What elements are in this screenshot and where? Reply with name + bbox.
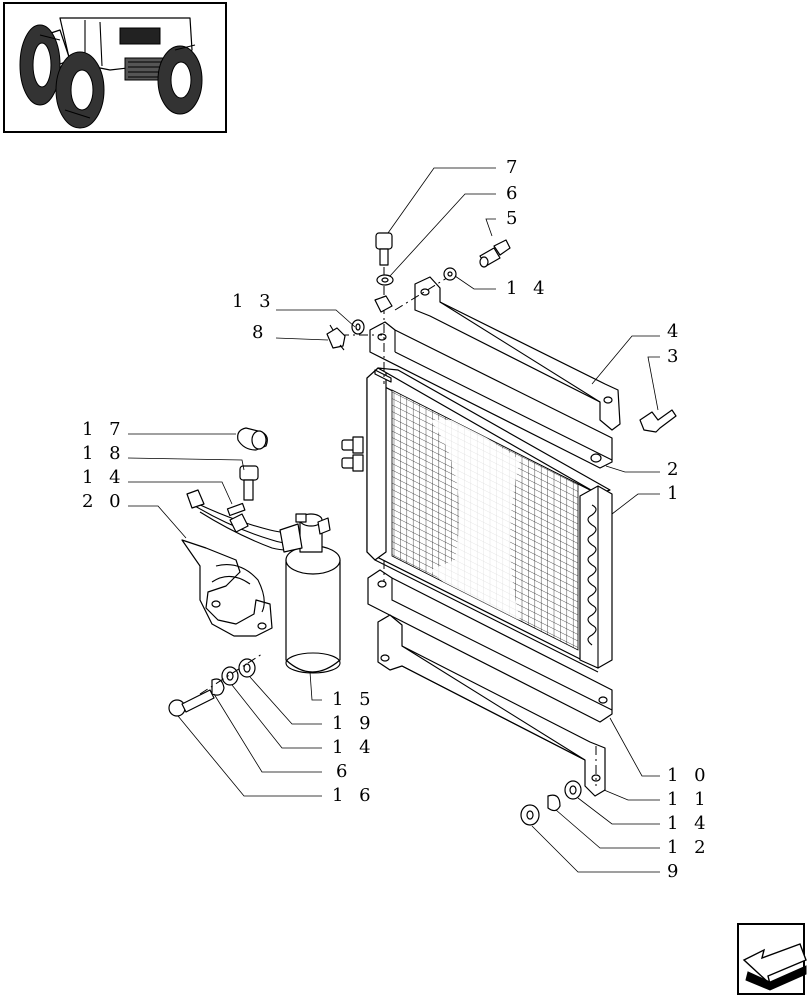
bolt-7 [375, 232, 393, 266]
fitting-5 [479, 239, 511, 268]
condenser-radiator [341, 367, 613, 673]
mesh-highlight [430, 420, 520, 620]
next-page-arrow-icon[interactable] [737, 923, 807, 995]
callout-15: 1 5 [332, 689, 376, 710]
receiver-drier [186, 489, 341, 674]
screw-18 [239, 465, 259, 501]
upper-support-bar [414, 276, 621, 431]
callout-13: 1 3 [232, 291, 276, 312]
callout-16: 1 6 [332, 785, 376, 806]
washer-14-mid [226, 502, 246, 517]
callout-1: 1 [667, 483, 683, 504]
sleeve-17 [237, 427, 268, 451]
callout-20: 2 0 [82, 491, 126, 512]
drier-clamp-bracket [181, 539, 273, 637]
callout-14: 1 4 [332, 737, 376, 758]
callout-5: 5 [506, 208, 522, 229]
callout-17: 1 7 [82, 419, 126, 440]
callout-14: 1 4 [82, 467, 126, 488]
callout-labels: 7 6 5 1 4 1 3 8 4 3 1 7 1 8 1 4 2 0 2 1 … [82, 157, 711, 882]
callout-18: 1 8 [82, 443, 126, 464]
leader-lines [127, 167, 660, 873]
callout-6: 6 [506, 183, 522, 204]
callout-19: 1 9 [332, 713, 376, 734]
callout-3: 3 [667, 346, 683, 367]
upper-bracket [369, 321, 613, 469]
callout-9: 9 [667, 861, 683, 882]
bolt-3 [639, 409, 677, 433]
tractor-front-thumbnail-icon[interactable] [3, 2, 227, 133]
callout-6: 6 [336, 761, 352, 782]
callout-2: 2 [667, 459, 683, 480]
callout-11: 1 1 [667, 789, 711, 810]
lower-support-bar [377, 614, 606, 797]
callout-7: 7 [506, 157, 522, 178]
nut-9 [520, 804, 540, 826]
callout-10: 1 0 [667, 765, 711, 786]
lockwasher-6 [211, 678, 225, 696]
lower-bracket [367, 569, 613, 723]
callout-12: 1 2 [667, 837, 711, 858]
callout-14: 1 4 [506, 278, 550, 299]
lockwasher-12 [547, 794, 561, 812]
callout-8: 8 [252, 322, 268, 343]
callout-4: 4 [667, 321, 683, 342]
wing-nut-8 [326, 324, 346, 351]
bolt-16 [168, 689, 215, 717]
callout-14: 1 4 [667, 813, 711, 834]
